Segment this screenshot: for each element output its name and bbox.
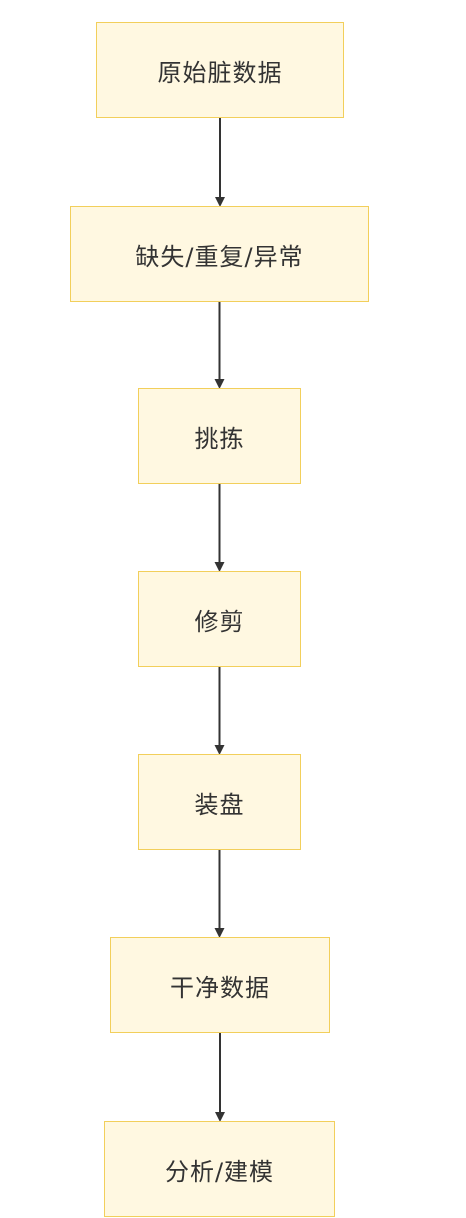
node-raw-dirty-data: 原始脏数据 — [96, 22, 344, 118]
node-label: 原始脏数据 — [157, 58, 283, 87]
node-analysis-modeling: 分析/建模 — [104, 1121, 335, 1217]
node-label: 修剪 — [194, 607, 245, 636]
node-label: 干净数据 — [170, 973, 270, 1002]
node-plate: 装盘 — [138, 754, 301, 850]
node-clean-data: 干净数据 — [110, 937, 330, 1033]
node-label: 分析/建模 — [164, 1157, 275, 1186]
node-label: 装盘 — [194, 790, 245, 819]
node-missing-duplicate-outlier: 缺失/重复/异常 — [70, 206, 369, 302]
node-label: 缺失/重复/异常 — [135, 242, 304, 271]
node-pick: 挑拣 — [138, 388, 301, 484]
node-label: 挑拣 — [194, 424, 245, 453]
node-trim: 修剪 — [138, 571, 301, 667]
